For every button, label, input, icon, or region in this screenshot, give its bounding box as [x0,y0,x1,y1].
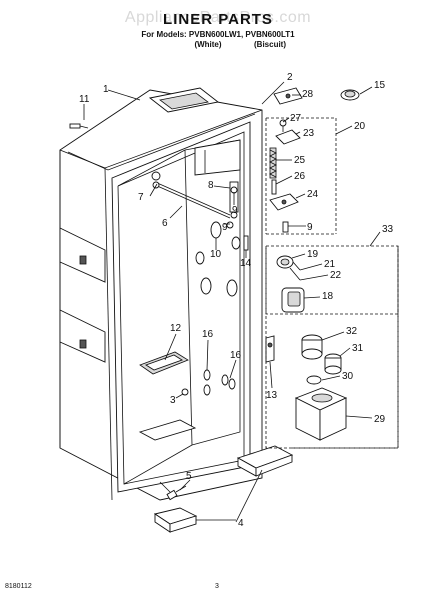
callout-11: 11 [79,94,90,105]
leader-lines [83,81,381,523]
callout-24: 24 [307,189,319,200]
callout-6: 6 [162,218,168,229]
page-number: 3 [215,583,219,590]
diagram-title: LINER PARTS [163,11,273,28]
watermark: AppliancePartsPros.com [125,9,311,26]
screw-11 [69,123,89,129]
callout-7: 7 [138,192,144,203]
callout-27: 27 [290,113,302,124]
callout-1: 1 [103,84,109,95]
kit-20-box [265,87,337,235]
callout-9b: 9 [222,222,228,233]
callout-21: 21 [324,259,336,270]
callout-26: 26 [294,171,306,182]
part-15 [340,89,360,101]
callout-29: 29 [374,414,386,425]
callout-32: 32 [346,326,358,337]
callout-16b: 16 [230,350,242,361]
callout-28: 28 [302,89,314,100]
variant-white: (White) [194,40,221,49]
liner-cabinet [59,87,275,501]
callout-25: 25 [294,155,306,166]
callout-31: 31 [352,343,364,354]
callout-4: 4 [238,518,244,529]
callout-19: 19 [307,249,319,260]
callout-2: 2 [287,72,293,83]
kit-33-box [265,245,399,449]
bottom-cover [153,445,294,533]
variant-biscuit: (Biscuit) [254,40,286,49]
callout-3: 3 [170,395,176,406]
callout-23: 23 [303,128,315,139]
callout-30: 30 [342,371,354,382]
callout-9a: 9 [232,205,238,216]
callout-16a: 16 [202,329,214,340]
callouts: 1 2 3 4 5 6 7 8 9 9 9 10 11 12 13 14 15 … [79,72,394,529]
callout-10: 10 [210,249,222,260]
callout-12: 12 [170,323,182,334]
document-number: 8180112 [5,583,32,590]
callout-18: 18 [322,291,334,302]
callout-8: 8 [208,180,214,191]
callout-15: 15 [374,80,386,91]
callout-13: 13 [266,390,278,401]
callout-14: 14 [240,258,252,269]
callout-20: 20 [354,121,366,132]
callout-33: 33 [382,224,394,235]
callout-5: 5 [186,471,192,482]
model-numbers: For Models: PVBN600LW1, PVBN600LT1 [141,30,295,39]
callout-22: 22 [330,270,342,281]
callout-9c: 9 [307,222,313,233]
